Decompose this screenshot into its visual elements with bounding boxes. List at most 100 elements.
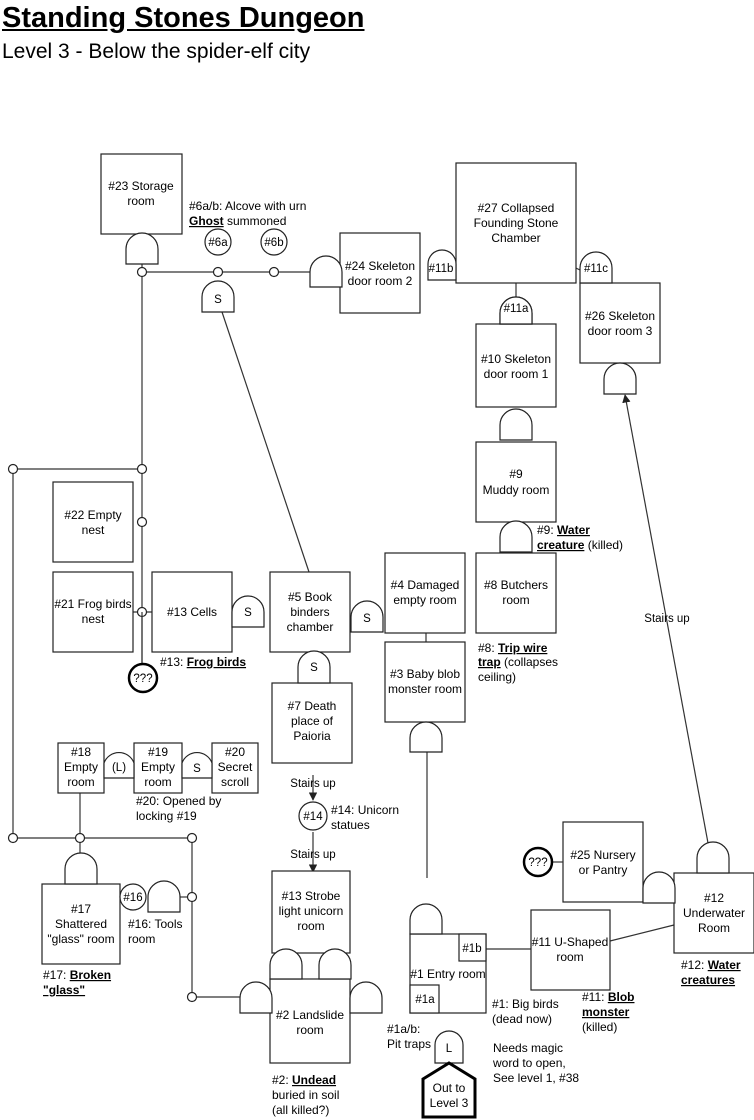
- page-subtitle: Level 3 - Below the spider-elf city: [2, 40, 311, 63]
- room-4[interactable]: #4 Damaged empty room: [384, 552, 466, 634]
- svg-text:#20: Opened by: #20: Opened by: [136, 794, 221, 808]
- svg-text:#2 Landslide: #2 Landslide: [276, 1008, 344, 1022]
- room-13-strobe[interactable]: #13 Strobe light unicorn room: [271, 870, 351, 954]
- unknown-exit-25[interactable]: ???: [522, 846, 563, 878]
- svg-text:place of: place of: [291, 714, 334, 728]
- svg-text:trap (collapses: trap (collapses: [478, 655, 558, 669]
- room-21[interactable]: #21 Frog birds nest: [52, 571, 134, 653]
- svg-text:door room 2: door room 2: [348, 274, 413, 288]
- svg-text:Empty: Empty: [64, 760, 98, 774]
- svg-text:#1: Big birds: #1: Big birds: [492, 997, 559, 1011]
- room-13-cells[interactable]: #13 Cells: [151, 571, 233, 653]
- svg-text:#21 Frog birds: #21 Frog birds: [54, 597, 131, 611]
- svg-text:(L): (L): [112, 762, 126, 774]
- svg-text:room: room: [296, 1023, 323, 1037]
- svg-text:#11 U-Shaped: #11 U-Shaped: [532, 935, 609, 949]
- svg-text:#5 Book: #5 Book: [288, 590, 333, 604]
- svg-text:#8 Butchers: #8 Butchers: [484, 578, 548, 592]
- svg-text:Pit traps: Pit traps: [387, 1037, 431, 1051]
- alcove-16[interactable]: #16: [119, 883, 147, 911]
- room-24[interactable]: #24 Skeleton door room 2: [339, 232, 421, 314]
- svg-text:#17: Broken: #17: Broken: [43, 968, 111, 982]
- room-8[interactable]: #8 Butchers room: [475, 552, 557, 634]
- alcove-6a[interactable]: #6a: [204, 228, 232, 256]
- locked-door-entry[interactable]: L: [434, 1030, 464, 1064]
- svg-text:Chamber: Chamber: [491, 231, 540, 245]
- room-18[interactable]: #18 Empty room: [57, 742, 105, 794]
- svg-text:#11: Blob: #11: Blob: [582, 990, 634, 1004]
- alcove-14[interactable]: #14: [298, 801, 328, 831]
- pit-trap-1b[interactable]: #1b: [458, 933, 487, 962]
- svg-text:room: room: [502, 593, 529, 607]
- room-3[interactable]: #3 Baby blob monster room: [384, 641, 466, 723]
- alcove-6b[interactable]: #6b: [260, 228, 288, 256]
- room-23[interactable]: #23 Storage room: [100, 153, 183, 235]
- svg-text:S: S: [193, 763, 201, 775]
- door-11b[interactable]: #11b: [427, 249, 457, 281]
- room-9[interactable]: #9 Muddy room: [475, 441, 557, 523]
- svg-text:#13 Strobe: #13 Strobe: [282, 889, 341, 903]
- door-11a[interactable]: #11a: [499, 296, 533, 325]
- room-19[interactable]: #19 Empty room: [133, 742, 183, 794]
- room-25[interactable]: #25 Nursery or Pantry: [562, 821, 644, 903]
- room-12[interactable]: #12 Underwater Room: [673, 872, 754, 954]
- secret-door-5-7[interactable]: S: [297, 650, 331, 684]
- room-20[interactable]: #20 Secret scroll: [211, 742, 259, 794]
- svg-text:S: S: [244, 607, 252, 619]
- unknown-exit-21[interactable]: ???: [127, 612, 159, 694]
- pit-trap-1a[interactable]: #1a: [409, 984, 440, 1014]
- note-1: #1: Big birds (dead now): [492, 997, 559, 1026]
- svg-text:#24 Skeleton: #24 Skeleton: [345, 259, 415, 273]
- svg-text:#1 Entry room: #1 Entry room: [410, 967, 485, 981]
- room-27[interactable]: #27 Collapsed Founding Stone Chamber: [455, 162, 577, 284]
- exit-to-level-3[interactable]: Out to Level 3: [421, 1061, 477, 1119]
- svg-text:"glass": "glass": [43, 983, 85, 997]
- svg-text:#2: Undead: #2: Undead: [272, 1073, 336, 1087]
- secret-door-19-20[interactable]: S: [181, 751, 213, 779]
- svg-text:#13: Frog birds: #13: Frog birds: [160, 655, 246, 669]
- note-13: #13: Frog birds: [160, 655, 246, 669]
- room-17[interactable]: #17 Shattered "glass" room: [41, 883, 121, 965]
- room-2[interactable]: #2 Landslide room: [269, 978, 351, 1064]
- room-11[interactable]: #11 U-Shaped room: [530, 909, 611, 991]
- secret-door-6[interactable]: S: [201, 280, 235, 313]
- doors: [64, 232, 730, 1014]
- svg-text:room: room: [127, 194, 154, 208]
- svg-text:#11c: #11c: [584, 263, 608, 275]
- svg-text:???: ???: [528, 857, 547, 869]
- svg-text:#8: Trip wire: #8: Trip wire: [478, 641, 548, 655]
- svg-text:#11b: #11b: [429, 263, 454, 275]
- svg-text:#18: #18: [71, 745, 91, 759]
- svg-text:(all killed?): (all killed?): [272, 1103, 329, 1117]
- svg-text:#12: Water: #12: Water: [681, 958, 741, 972]
- svg-text:#12: #12: [704, 891, 724, 905]
- svg-text:L: L: [446, 1043, 453, 1055]
- note-2: #2: Undead buried in soil (all killed?): [272, 1073, 339, 1117]
- svg-text:See level 1, #38: See level 1, #38: [493, 1071, 579, 1085]
- svg-text:#6a: #6a: [208, 237, 228, 249]
- secret-door-5-4[interactable]: S: [350, 600, 384, 633]
- locked-door-18-19[interactable]: (L): [103, 751, 135, 779]
- page-title: Standing Stones Dungeon: [2, 2, 365, 34]
- svg-text:monster room: monster room: [388, 682, 462, 696]
- room-22[interactable]: #22 Empty nest: [52, 481, 134, 563]
- svg-text:#9: #9: [509, 467, 523, 481]
- svg-text:monster: monster: [582, 1005, 630, 1019]
- stairs-up-label: Stairs up: [290, 849, 335, 861]
- svg-text:#17: #17: [71, 902, 91, 916]
- secret-door-13-5[interactable]: S: [231, 595, 265, 628]
- door-11c[interactable]: #11c: [579, 251, 613, 284]
- svg-text:room: room: [128, 932, 155, 946]
- note-6: #6a/b: Alcove with urn Ghost summoned: [189, 199, 306, 228]
- room-26[interactable]: #26 Skeleton door room 3: [579, 282, 661, 364]
- stairs-up-label: Stairs up: [290, 778, 335, 790]
- room-10[interactable]: #10 Skeleton door room 1: [475, 323, 557, 408]
- room-7[interactable]: #7 Death place of Paioria: [271, 682, 353, 764]
- svg-text:binders: binders: [290, 605, 329, 619]
- svg-text:Empty: Empty: [141, 760, 175, 774]
- svg-text:#13 Cells: #13 Cells: [167, 605, 217, 619]
- svg-text:Needs magic: Needs magic: [493, 1041, 563, 1055]
- svg-text:S: S: [363, 613, 371, 625]
- svg-text:Room: Room: [698, 921, 730, 935]
- room-5[interactable]: #5 Book binders chamber: [269, 571, 351, 653]
